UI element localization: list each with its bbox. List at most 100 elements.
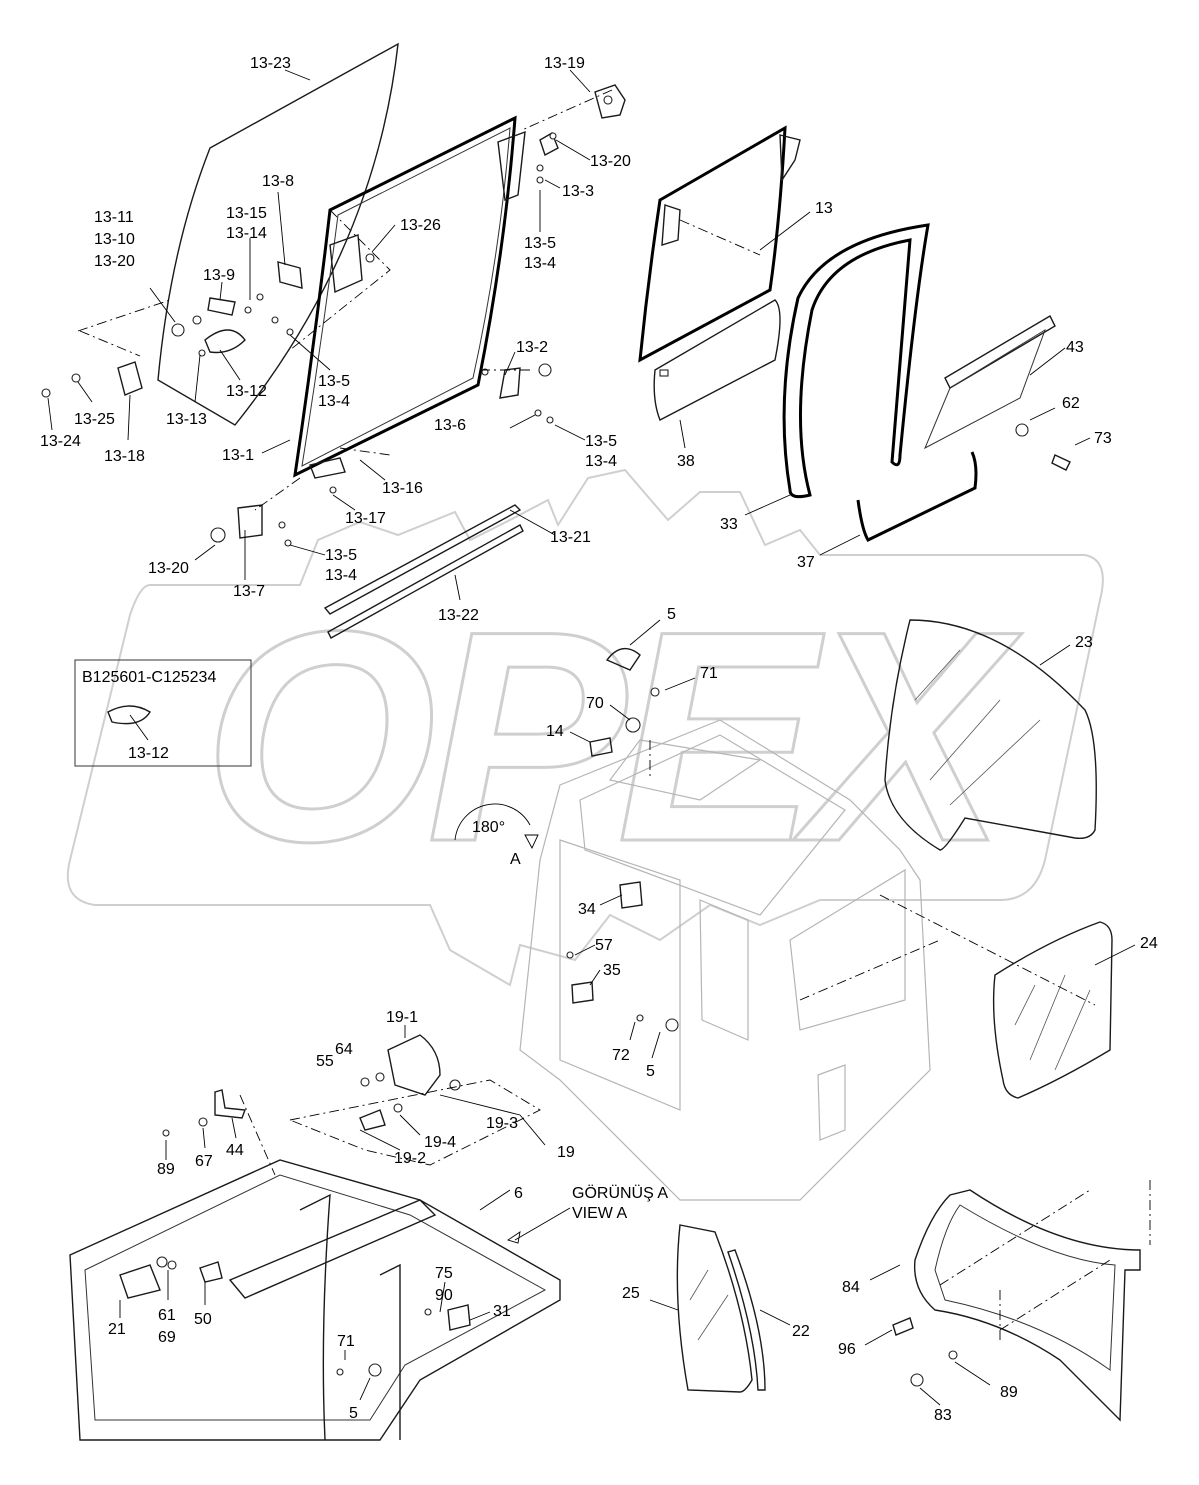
callout-23: 23 [1075, 634, 1093, 651]
rear-glass-23 [884, 619, 1097, 851]
serial-box [74, 659, 252, 767]
bracket-44 [162, 1089, 246, 1137]
callout-13-20: 13-20 [590, 153, 631, 170]
callout-13-20: 13-20 [94, 253, 135, 270]
callout-19-2: 19-2 [394, 1150, 426, 1167]
view-a-structure [69, 1159, 561, 1441]
callout-73: 73 [1094, 430, 1112, 447]
view-title-tr: GÖRÜNÜŞ A [572, 1184, 668, 1202]
callout-13-2: 13-2 [516, 339, 548, 356]
callout-70: 70 [586, 695, 604, 712]
callout-5: 5 [349, 1405, 358, 1422]
panel-84 [892, 1189, 1141, 1422]
callout-96: 96 [838, 1341, 856, 1358]
callout-22: 22 [792, 1323, 810, 1340]
callout-44: 44 [226, 1142, 244, 1159]
callout-83: 83 [934, 1407, 952, 1424]
callout-69: 69 [158, 1329, 176, 1346]
callout-13-22: 13-22 [438, 607, 479, 624]
callout-43: 43 [1066, 339, 1084, 356]
callout-5: 5 [646, 1063, 655, 1080]
callout-57: 57 [595, 937, 613, 954]
rotation-label: 180° [472, 819, 505, 836]
callout-13-20: 13-20 [148, 560, 189, 577]
callout-19-4: 19-4 [424, 1134, 456, 1151]
assembly-lines [77, 89, 1151, 1340]
sunblind-43 [924, 315, 1071, 471]
callout-13-18: 13-18 [104, 448, 145, 465]
door-frame-13-1 [293, 115, 526, 478]
callout-33: 33 [720, 516, 738, 533]
callout-13-25: 13-25 [74, 411, 115, 428]
callout-13-21: 13-21 [550, 529, 591, 546]
callout-13-15: 13-15 [226, 205, 267, 222]
callout-35: 35 [603, 962, 621, 979]
callout-13-8: 13-8 [262, 173, 294, 190]
watermark-text: OPEX [203, 568, 1022, 904]
callout-13-13: 13-13 [166, 411, 207, 428]
callout-13-5: 13-5 [585, 433, 617, 450]
callout-37: 37 [797, 554, 815, 571]
weather-strips-13-21-13-22 [323, 504, 524, 639]
callout-38: 38 [677, 453, 695, 470]
door-panel-38 [653, 299, 781, 421]
leader-lines [47, 69, 1136, 1406]
callout-19-3: 19-3 [486, 1115, 518, 1132]
callout-13-4: 13-4 [318, 393, 350, 410]
view-title-en: VIEW A [572, 1205, 627, 1222]
callout-62: 62 [1062, 395, 1080, 412]
callout-13-3: 13-3 [562, 183, 594, 200]
callout-25: 25 [622, 1285, 640, 1302]
callout-13-19: 13-19 [544, 55, 585, 72]
callout-19-1: 19-1 [386, 1009, 418, 1026]
view-marker: A [510, 851, 521, 868]
callout-50: 50 [194, 1311, 212, 1328]
door-hardware [41, 84, 626, 547]
callout-13-5: 13-5 [325, 547, 357, 564]
labels: B125601-C125234 13-12 180° A GÖRÜNÜŞ A V… [40, 55, 1158, 1424]
callout-13-10: 13-10 [94, 231, 135, 248]
callout-31: 31 [493, 1303, 511, 1320]
seal-33 [782, 223, 930, 499]
callout-90: 90 [435, 1287, 453, 1304]
rotation-indicator [454, 803, 539, 1244]
callout-72: 72 [612, 1047, 630, 1064]
callout-61: 61 [158, 1307, 176, 1324]
callout-13-5: 13-5 [318, 373, 350, 390]
callout-71: 71 [337, 1333, 355, 1350]
callout-24: 24 [1140, 935, 1158, 952]
callout-13-12: 13-12 [226, 383, 267, 400]
callout-13: 13 [815, 200, 833, 217]
seal-22 [727, 1249, 766, 1391]
callout-13-9: 13-9 [203, 267, 235, 284]
callout-13-5: 13-5 [524, 235, 556, 252]
callout-67: 67 [195, 1153, 213, 1170]
seal-37 [856, 451, 978, 542]
serial-box-title: B125601-C125234 [82, 669, 216, 686]
callout-34: 34 [578, 901, 596, 918]
callout-89: 89 [1000, 1384, 1018, 1401]
callout-13-4: 13-4 [524, 255, 556, 272]
callout-75: 75 [435, 1265, 453, 1282]
callout-13-17: 13-17 [345, 510, 386, 527]
cab-body [519, 719, 931, 1201]
callout-13-23: 13-23 [250, 55, 291, 72]
serial-box-part: 13-12 [128, 745, 169, 762]
callout-19: 19 [557, 1144, 575, 1161]
door-glass-25 [676, 1224, 753, 1393]
plate-19-1 [359, 1034, 461, 1131]
callout-13-24: 13-24 [40, 433, 81, 450]
side-glass-24 [992, 921, 1113, 1099]
callout-21: 21 [108, 1321, 126, 1338]
callout-13-14: 13-14 [226, 225, 267, 242]
callout-13-1: 13-1 [222, 447, 254, 464]
callout-5: 5 [667, 606, 676, 623]
callout-13-6: 13-6 [434, 417, 466, 434]
callout-84: 84 [842, 1279, 860, 1296]
callout-13-7: 13-7 [233, 583, 265, 600]
callout-13-16: 13-16 [382, 480, 423, 497]
callout-14: 14 [546, 723, 564, 740]
callout-13-4: 13-4 [585, 453, 617, 470]
callout-71: 71 [700, 665, 718, 682]
